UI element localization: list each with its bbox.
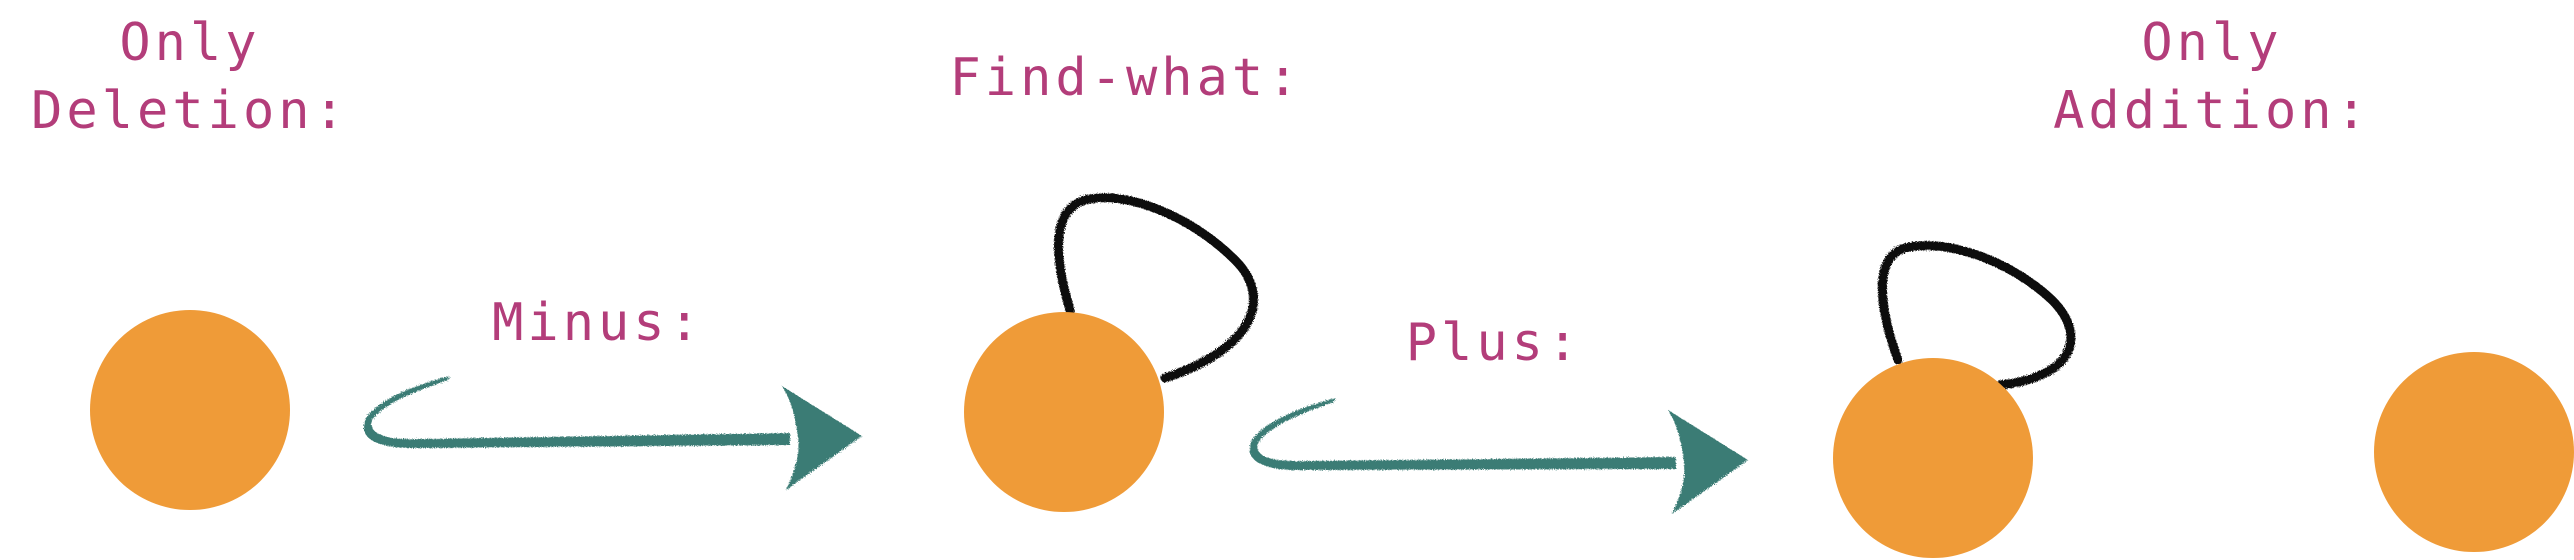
- plus-arrow-shaft: [1249, 398, 1676, 471]
- plus-arrow-icon: [1249, 398, 1748, 514]
- only-deletion-label-line2: Deletion:: [31, 81, 349, 141]
- deletion-node: [90, 310, 290, 510]
- addition-node-right: [2374, 352, 2574, 552]
- plus-label: Plus:: [1406, 313, 1583, 373]
- only-deletion-label-line1: Only: [119, 13, 260, 73]
- only-addition-label: Only Addition:: [2053, 13, 2371, 141]
- only-deletion-label: Only Deletion:: [31, 13, 349, 141]
- find-what-self-loop: [1054, 193, 1259, 383]
- addition-self-loop: [1877, 241, 2076, 390]
- only-addition-label-line2: Addition:: [2053, 81, 2371, 141]
- minus-arrow-head: [782, 386, 862, 490]
- only-addition-label-line1: Only: [2141, 13, 2282, 73]
- plus-arrow-head: [1668, 410, 1748, 514]
- addition-node-left: [1833, 358, 2033, 558]
- minus-arrow-icon: [363, 376, 862, 490]
- find-what-node: [964, 312, 1164, 512]
- find-what-label: Find-what:: [949, 48, 1302, 108]
- minus-label: Minus:: [492, 293, 704, 353]
- minus-arrow-shaft: [363, 376, 790, 449]
